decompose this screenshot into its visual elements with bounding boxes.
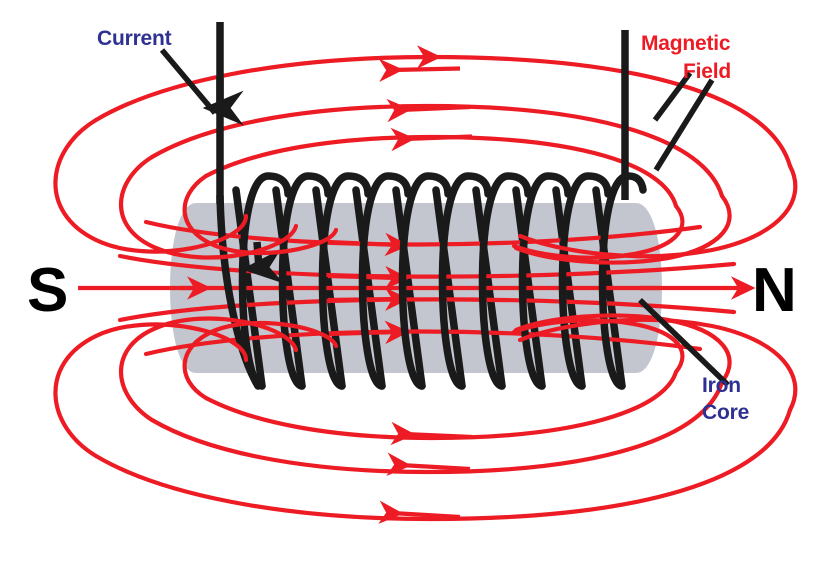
arrowhead-bottom-1 [390, 421, 473, 446]
field-loop-top-inner-front [182, 173, 339, 256]
field-line-bottom-inner-back [203, 369, 679, 441]
iron-core-leader-line [638, 297, 730, 388]
magnetic-field-leader-line-1 [652, 71, 693, 122]
arrowhead-top-3 [390, 127, 473, 152]
coil-turn [278, 172, 332, 390]
field-loop-top-outer-front [53, 117, 249, 254]
field-line-bottom-mid-back [149, 379, 725, 475]
arrowhead-top-1 [378, 58, 461, 83]
field-line-top-outer-back [93, 45, 793, 169]
coil-turn [398, 172, 452, 390]
coil-turn [318, 172, 372, 390]
iron-core-label-line1: Iron [702, 374, 741, 397]
field-loop-top-mid-right [513, 193, 732, 265]
south-pole-label: S [27, 256, 68, 325]
magnetic-field-label-line2: Field [683, 60, 731, 83]
iron-core-label-line2: Core [702, 401, 749, 424]
coil-turn [558, 172, 612, 390]
field-loop-bottom-outer-right [517, 317, 798, 413]
field-loop-top-mid-front [119, 154, 299, 260]
field-loop-bottom-outer-front [53, 322, 249, 459]
leader-lines [159, 48, 730, 388]
field-loop-bottom-inner-right [511, 318, 685, 375]
text-labels: Current Magnetic Field Iron Core S N [27, 27, 797, 424]
field-loop-bottom-inner-front [182, 320, 339, 401]
current-input-wire-coil-entry [216, 192, 262, 390]
north-pole-label: N [752, 256, 797, 325]
arrowhead-top-2 [386, 98, 471, 123]
current-label: Current [97, 27, 172, 50]
field-loop-top-inner-right [511, 203, 685, 260]
field-loop-bottom-mid-right [513, 313, 732, 385]
field-line-bottom-outer-back [93, 407, 793, 522]
coil-turn [518, 172, 572, 390]
magnetic-field-label-line1: Magnetic [641, 32, 731, 55]
current-leader-line [159, 48, 218, 115]
magnetic-field-leader-line-2 [653, 78, 715, 172]
coil-turn [598, 172, 647, 390]
field-loop-bottom-mid-front [119, 316, 299, 423]
coil-turn [358, 172, 412, 390]
arrowhead-bottom-2 [386, 452, 471, 476]
field-loop-top-outer-right [517, 163, 798, 259]
coil-turn [438, 172, 492, 390]
arrowhead-bottom-3 [378, 500, 461, 524]
coil-turn [478, 172, 532, 390]
magnetic-field-lines-front [53, 117, 798, 459]
field-arrowheads-external [378, 58, 473, 524]
